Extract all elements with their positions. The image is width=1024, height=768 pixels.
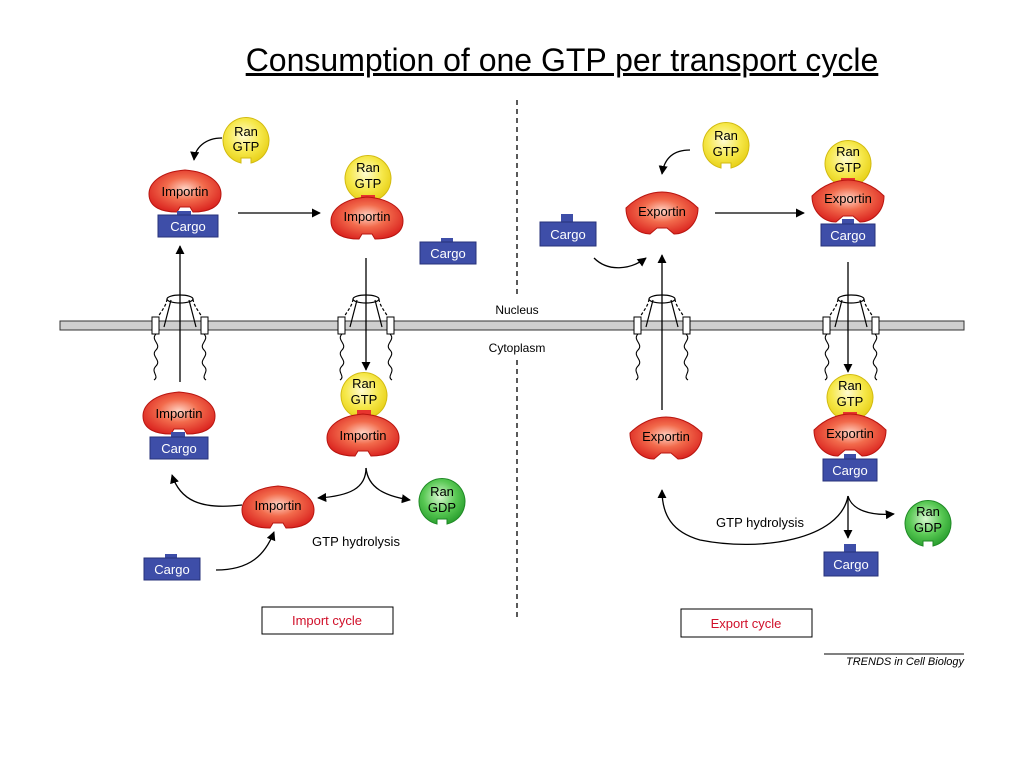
importin-free-cytoplasm: Importin xyxy=(241,485,315,529)
exportin-free-cytoplasm: Exportin xyxy=(629,416,703,460)
svg-text:GDP: GDP xyxy=(914,520,942,535)
svg-text:Ran: Ran xyxy=(352,376,376,391)
svg-text:Cargo: Cargo xyxy=(154,562,189,577)
svg-text:GTP: GTP xyxy=(233,139,260,154)
svg-text:Ran: Ran xyxy=(356,160,380,175)
svg-text:Exportin: Exportin xyxy=(826,426,874,441)
svg-text:Ran: Ran xyxy=(430,484,454,499)
svg-text:Ran: Ran xyxy=(838,378,862,393)
svg-text:Cargo: Cargo xyxy=(161,441,196,456)
svg-text:Cargo: Cargo xyxy=(550,227,585,242)
ran-gtp-released-import: Ran GTP xyxy=(222,117,270,164)
ran-gtp-exportin-cargo-cytoplasm: Ran GTP Exportin Cargo xyxy=(813,374,887,482)
svg-text:Cargo: Cargo xyxy=(830,228,865,243)
free-cargo-cytoplasm-import: Cargo xyxy=(143,554,201,581)
export-cycle-box xyxy=(680,608,813,638)
ran-gdp-export: Ran GDP xyxy=(904,500,952,547)
svg-text:Cargo: Cargo xyxy=(170,219,205,234)
importin-cargo-complex-nucleus: Importin Cargo xyxy=(148,169,222,238)
svg-text:Importin: Importin xyxy=(156,406,203,421)
import-cycle-label: Import cycle xyxy=(292,613,362,628)
svg-text:Importin: Importin xyxy=(340,428,387,443)
svg-text:GTP: GTP xyxy=(351,392,378,407)
released-cargo-export: Cargo xyxy=(823,544,879,577)
svg-text:GTP: GTP xyxy=(355,176,382,191)
svg-text:Exportin: Exportin xyxy=(638,204,686,219)
slide-title: Consumption of one GTP per transport cyc… xyxy=(245,42,879,78)
ran-gtp-importin-cytoplasm: Ran GTP Importin xyxy=(326,372,400,457)
nuclear-envelope xyxy=(59,320,965,331)
ran-gtp-importin-nucleus: Ran GTP Importin xyxy=(330,155,404,240)
cytoplasm-label: Cytoplasm xyxy=(489,341,546,355)
svg-text:Ran: Ran xyxy=(234,124,258,139)
svg-text:Cargo: Cargo xyxy=(833,557,868,572)
svg-text:GTP: GTP xyxy=(837,394,864,409)
free-cargo-nucleus-import: Cargo xyxy=(419,238,477,265)
svg-text:Ran: Ran xyxy=(836,144,860,159)
nuclear-pore-4 xyxy=(822,294,880,381)
export-cycle-label: Export cycle xyxy=(711,616,782,631)
svg-text:Ran: Ran xyxy=(916,504,940,519)
svg-text:GDP: GDP xyxy=(428,500,456,515)
svg-text:Cargo: Cargo xyxy=(430,246,465,261)
nucleus-label: Nucleus xyxy=(495,303,538,317)
svg-text:Exportin: Exportin xyxy=(824,191,872,206)
free-cargo-nucleus-export: Cargo xyxy=(539,214,597,247)
source-attribution: TRENDS in Cell Biology xyxy=(846,656,965,668)
ran-gtp-exportin-cargo-nucleus: Ran GTP Exportin Cargo xyxy=(811,140,885,247)
exportin-free-nucleus: Exportin xyxy=(625,191,699,235)
svg-text:GTP: GTP xyxy=(835,160,862,175)
svg-text:GTP: GTP xyxy=(713,144,740,159)
importin-cargo-complex-cytoplasm: Importin Cargo xyxy=(142,391,216,460)
svg-text:Importin: Importin xyxy=(162,184,209,199)
ran-gtp-released-export: Ran GTP xyxy=(702,122,750,169)
gtp-hydrolysis-label-export: GTP hydrolysis xyxy=(716,515,804,530)
svg-text:Importin: Importin xyxy=(255,498,302,513)
ran-gdp-import: Ran GDP xyxy=(418,478,466,525)
svg-text:Importin: Importin xyxy=(344,209,391,224)
svg-text:Ran: Ran xyxy=(714,128,738,143)
svg-text:Exportin: Exportin xyxy=(642,429,690,444)
gtp-hydrolysis-label-import: GTP hydrolysis xyxy=(312,534,400,549)
svg-text:Cargo: Cargo xyxy=(832,463,867,478)
import-cycle-box xyxy=(261,606,394,635)
